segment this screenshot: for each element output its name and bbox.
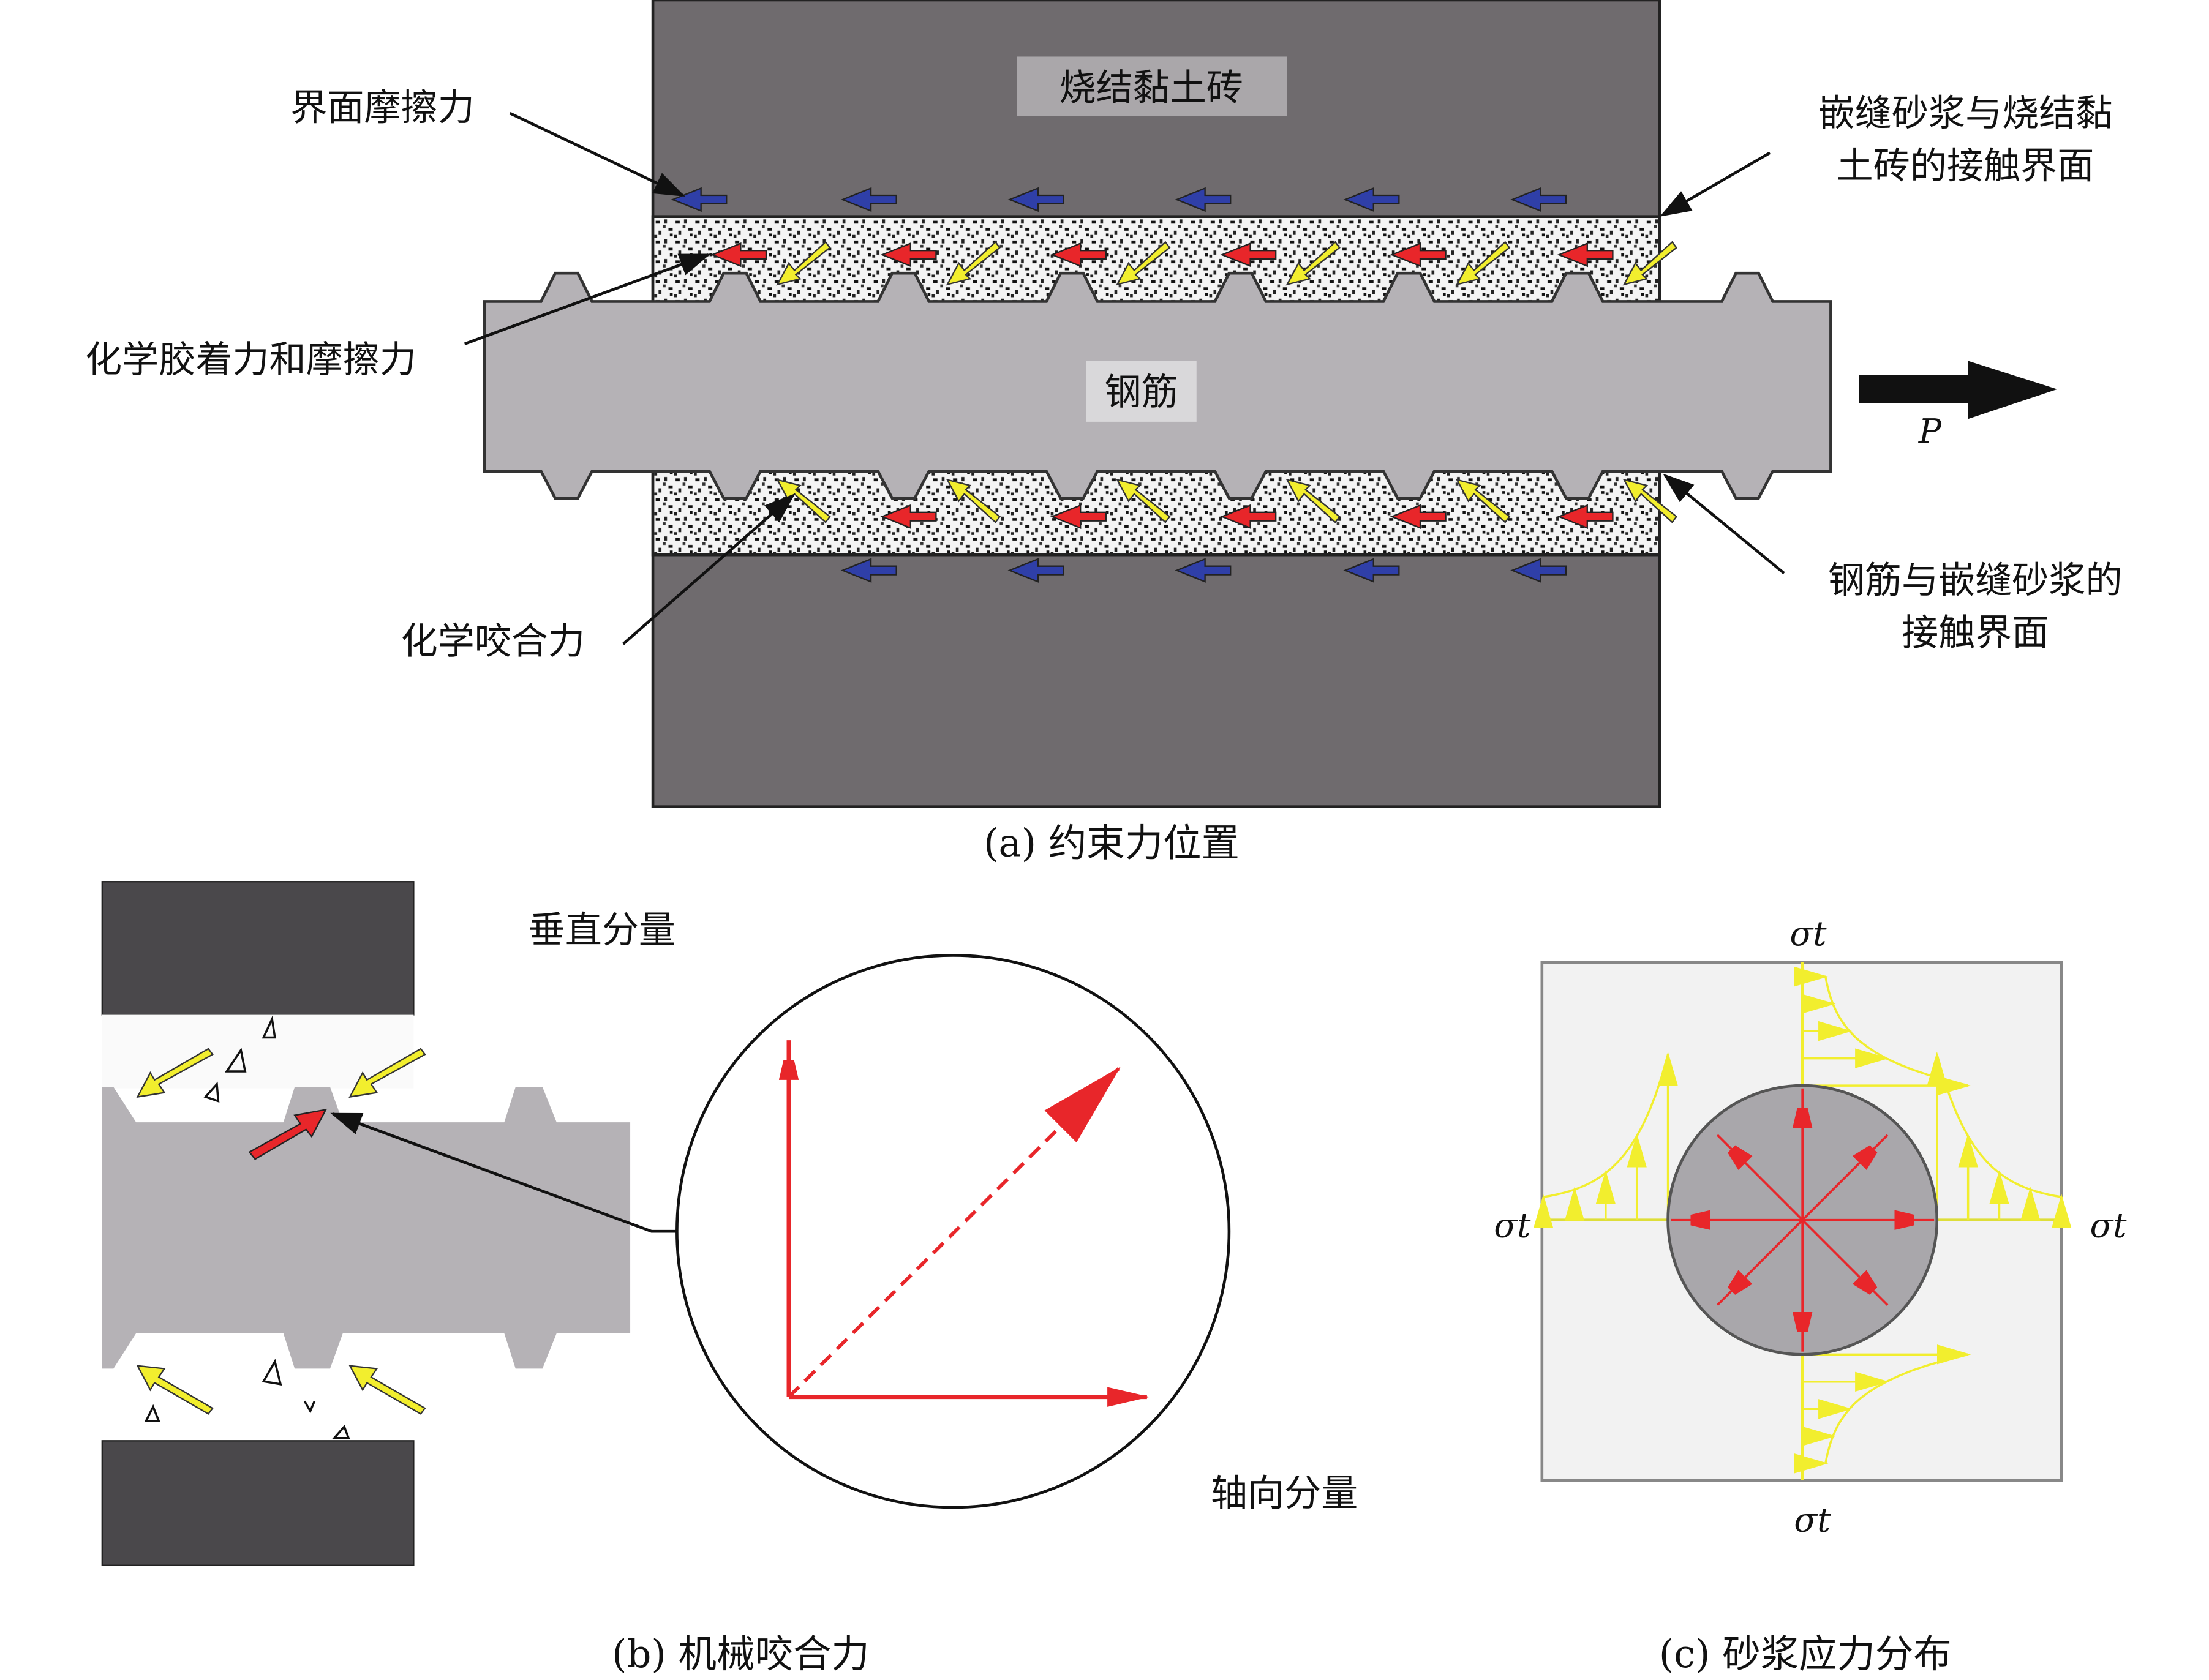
rebar-label-box	[1086, 361, 1197, 422]
caption-c: (c) 砂浆应力分布	[1659, 1632, 1952, 1676]
rebar-detail	[102, 1087, 631, 1369]
leader-line	[1663, 473, 1785, 575]
interlock-arrow	[776, 241, 831, 286]
interlock-arrow	[946, 478, 1001, 523]
adhesion-arrow	[710, 242, 767, 268]
leader-line	[1660, 151, 1771, 217]
stress-envelope	[1824, 1353, 1969, 1464]
sigma-left: σt	[1494, 1206, 1531, 1245]
interface-friction-arrow	[1343, 187, 1400, 212]
magnifier-leader	[330, 1112, 677, 1233]
rebar-label: 钢筋	[1105, 371, 1178, 414]
brick-bottom	[101, 1440, 415, 1566]
callout-mortar-brick-interface-1: 嵌缝砂浆与烧结黏	[1818, 92, 2113, 135]
leader-line	[509, 111, 685, 197]
interface-friction-arrow	[1175, 187, 1232, 212]
interface-friction-arrow	[1007, 187, 1064, 212]
sigma-top: σt	[1789, 915, 1827, 954]
tensile-stress-distribution	[1533, 966, 2072, 1474]
adhesion-arrow	[880, 242, 937, 268]
adhesion-arrow	[1220, 504, 1277, 529]
adhesion-arrow	[1050, 504, 1107, 529]
stress-envelope	[1543, 1054, 1669, 1198]
panel-c: σt σt σt σt (c) 砂浆应力分布	[1494, 915, 2127, 1676]
interface-friction-arrow	[671, 187, 728, 212]
interlock-arrows	[136, 1048, 426, 1415]
mortar-top	[651, 215, 1661, 306]
brick-top	[101, 881, 415, 1016]
leader-line	[622, 493, 796, 645]
interlock-arrow	[1622, 478, 1678, 523]
stress-envelope	[1824, 976, 1969, 1087]
panel-a: 烧结黏土砖 钢筋 P 界面摩擦力 化学胶着力和摩擦力 化学咬合力 嵌缝砂浆与烧结…	[85, 0, 2123, 866]
sigma-bottom: σt	[1794, 1501, 1831, 1540]
callout-interface-friction: 界面摩擦力	[290, 86, 474, 129]
radial-pressure-arrow	[1716, 1135, 1804, 1221]
interlock-arrow	[1285, 241, 1341, 286]
adhesion-arrow	[1220, 242, 1277, 268]
adhesion-arrow	[1557, 242, 1614, 268]
interface-friction-arrow	[1510, 187, 1567, 212]
resultant-force-arrow	[787, 1067, 1121, 1398]
pullout-load-arrow	[1859, 361, 2058, 419]
axial-component-label: 轴向分量	[1211, 1472, 1358, 1515]
bearing-force-arrow	[248, 1108, 328, 1160]
callout-chemical-interlock: 化学咬合力	[401, 620, 585, 663]
vertical-component-label: 垂直分量	[529, 909, 675, 952]
interface-friction-arrow	[1510, 558, 1567, 583]
adhesion-arrow	[1050, 242, 1107, 268]
stress-envelope	[1936, 1054, 2062, 1198]
callout-mortar-brick-interface-2: 土砖的接触界面	[1837, 144, 2094, 187]
adhesion-arrow	[1390, 242, 1447, 268]
interface-friction-arrow	[1175, 558, 1232, 583]
callout-rebar-mortar-interface-1: 钢筋与嵌缝砂浆的	[1828, 560, 2123, 602]
brick-label-box	[1017, 56, 1287, 116]
radial-pressure-arrow	[1801, 1219, 1889, 1305]
mortar-fragments	[144, 1015, 350, 1439]
interlock-arrow	[1116, 478, 1171, 523]
adhesion-arrow	[1557, 504, 1614, 529]
interlock-arrow	[1622, 241, 1678, 286]
caption-a: (a) 约束力位置	[984, 821, 1240, 866]
interface-friction-arrow	[840, 187, 897, 212]
adhesion-arrow	[1390, 504, 1447, 529]
caption-b: (b) 机械咬合力	[612, 1632, 870, 1676]
sigma-right: σt	[2090, 1206, 2127, 1245]
interface-friction-arrow	[840, 558, 897, 583]
interface-friction-arrow	[1343, 558, 1400, 583]
radial-pressure-arrows	[1671, 1088, 1935, 1352]
interlock-arrow	[1455, 478, 1511, 523]
interlock-arrow	[1455, 241, 1511, 286]
interlock-arrow	[1285, 478, 1341, 523]
adhesion-arrow	[880, 504, 937, 529]
interlock-arrow	[946, 241, 1001, 286]
callout-adhesion-friction: 化学胶着力和摩擦力	[85, 339, 416, 381]
leader-line	[464, 253, 711, 345]
load-label: P	[1918, 413, 1943, 452]
callout-rebar-mortar-interface-2: 接触界面	[1902, 612, 2049, 654]
panel-b: 垂直分量 轴向分量 (b) 机械咬合力	[101, 881, 1358, 1676]
radial-pressure-arrow	[1801, 1134, 1887, 1221]
radial-pressure-arrow	[1717, 1219, 1804, 1306]
interlock-arrow	[1116, 241, 1171, 286]
interface-friction-arrow	[1007, 558, 1064, 583]
brick-label: 烧结黏土砖	[1059, 67, 1243, 110]
